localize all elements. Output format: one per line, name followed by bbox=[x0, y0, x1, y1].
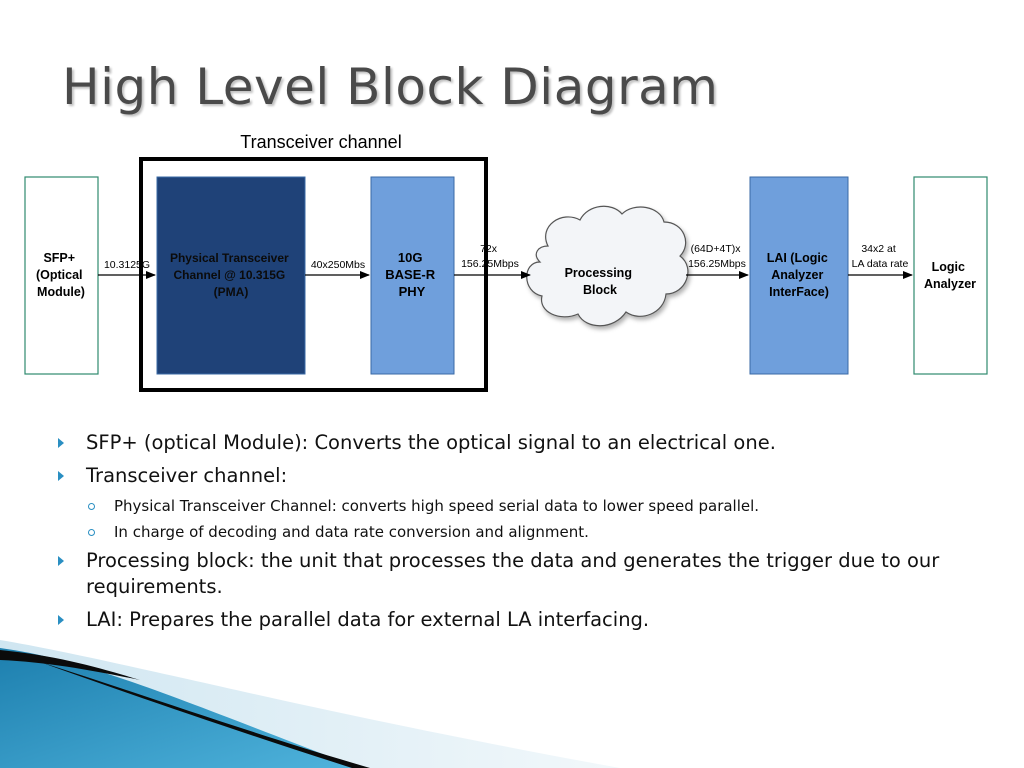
lai-label-line: InterFace) bbox=[769, 285, 829, 299]
bullet-arrow-icon bbox=[58, 438, 64, 448]
bullet-arrow-icon bbox=[58, 615, 64, 625]
rate-label-phy-processing: 72x 156.25Mbps bbox=[461, 243, 519, 270]
bullet-text: LAI: Prepares the parallel data for exte… bbox=[86, 608, 650, 631]
processing-cloud bbox=[526, 205, 689, 327]
sfp-label: SFP+ (Optical Module) bbox=[36, 251, 86, 299]
bullet-item: Transceiver channel: bbox=[58, 463, 988, 489]
bullet-circle-icon bbox=[88, 529, 95, 536]
phy-box bbox=[370, 176, 455, 375]
rate-label-line: (64D+4T)x bbox=[691, 243, 742, 255]
logic-analyzer-label: Logic Analyzer bbox=[924, 260, 976, 291]
phy-label-line: BASE-R bbox=[385, 267, 435, 282]
lai-label: LAI (Logic Analyzer InterFace) bbox=[767, 251, 832, 299]
sub-bullet-item: In charge of decoding and data rate conv… bbox=[86, 522, 988, 542]
pma-label-line: (PMA) bbox=[214, 285, 249, 299]
lai-label-line: Analyzer bbox=[771, 268, 823, 282]
sfp-label-line: Module) bbox=[37, 285, 85, 299]
rate-label-line: 156.25Mbps bbox=[688, 258, 746, 270]
sfp-label-line: (Optical bbox=[36, 268, 83, 282]
bullet-item: Processing block: the unit that processe… bbox=[58, 548, 988, 600]
bullet-item: SFP+ (optical Module): Converts the opti… bbox=[58, 430, 988, 456]
rate-label-line: LA data rate bbox=[852, 258, 909, 270]
rate-label-sfp-pma: 10.3125G bbox=[104, 259, 150, 271]
pma-label-line: Physical Transceiver bbox=[170, 251, 289, 265]
bullet-text: Processing block: the unit that processe… bbox=[86, 549, 940, 598]
phy-label-line: 10G bbox=[398, 250, 423, 265]
logic-analyzer-label-line: Analyzer bbox=[924, 277, 976, 291]
rate-label-line: 72x bbox=[480, 243, 498, 255]
slide-title: High Level Block Diagram bbox=[62, 58, 719, 116]
pma-box bbox=[156, 176, 306, 375]
sub-bullet-item: Physical Transceiver Channel: converts h… bbox=[86, 496, 988, 516]
bullet-item: LAI: Prepares the parallel data for exte… bbox=[58, 607, 988, 633]
logic-analyzer-label-line: Logic bbox=[932, 260, 965, 274]
rate-label-line: 156.25Mbps bbox=[461, 258, 519, 270]
rate-label-lai-logic-analyzer: 34x2 at LA data rate bbox=[852, 243, 909, 270]
logic-analyzer-box bbox=[913, 176, 988, 375]
pma-label-line: Channel @ 10.315G bbox=[173, 268, 285, 282]
decorative-swoosh bbox=[0, 640, 620, 768]
transceiver-channel-label: Transceiver channel bbox=[240, 132, 401, 152]
lai-label-line: LAI (Logic bbox=[767, 251, 828, 265]
bullet-text: SFP+ (optical Module): Converts the opti… bbox=[86, 431, 776, 454]
sub-bullet-text: Physical Transceiver Channel: converts h… bbox=[114, 497, 760, 515]
processing-label-line: Processing bbox=[565, 266, 632, 280]
processing-label: Processing Block bbox=[565, 266, 636, 297]
bullet-arrow-icon bbox=[58, 556, 64, 566]
processing-label-line: Block bbox=[583, 283, 617, 297]
block-diagram: Transceiver channel SFP+ (Optical Module… bbox=[24, 132, 988, 392]
bullet-circle-icon bbox=[88, 503, 95, 510]
pma-label: Physical Transceiver Channel @ 10.315G (… bbox=[170, 251, 292, 299]
sfp-box bbox=[24, 176, 99, 375]
bullet-list: SFP+ (optical Module): Converts the opti… bbox=[58, 430, 988, 640]
rate-label-pma-phy: 40x250Mbs bbox=[311, 259, 365, 271]
sfp-label-line: SFP+ bbox=[43, 251, 75, 265]
lai-box bbox=[749, 176, 849, 375]
phy-label-line: PHY bbox=[399, 284, 426, 299]
phy-label: 10G BASE-R PHY bbox=[385, 250, 438, 299]
rate-label-line: 34x2 at bbox=[861, 243, 896, 255]
rate-label-processing-lai: (64D+4T)x 156.25Mbps bbox=[688, 243, 746, 270]
bullet-arrow-icon bbox=[58, 471, 64, 481]
bullet-text: Transceiver channel: bbox=[86, 464, 288, 487]
sub-bullet-text: In charge of decoding and data rate conv… bbox=[114, 523, 589, 541]
